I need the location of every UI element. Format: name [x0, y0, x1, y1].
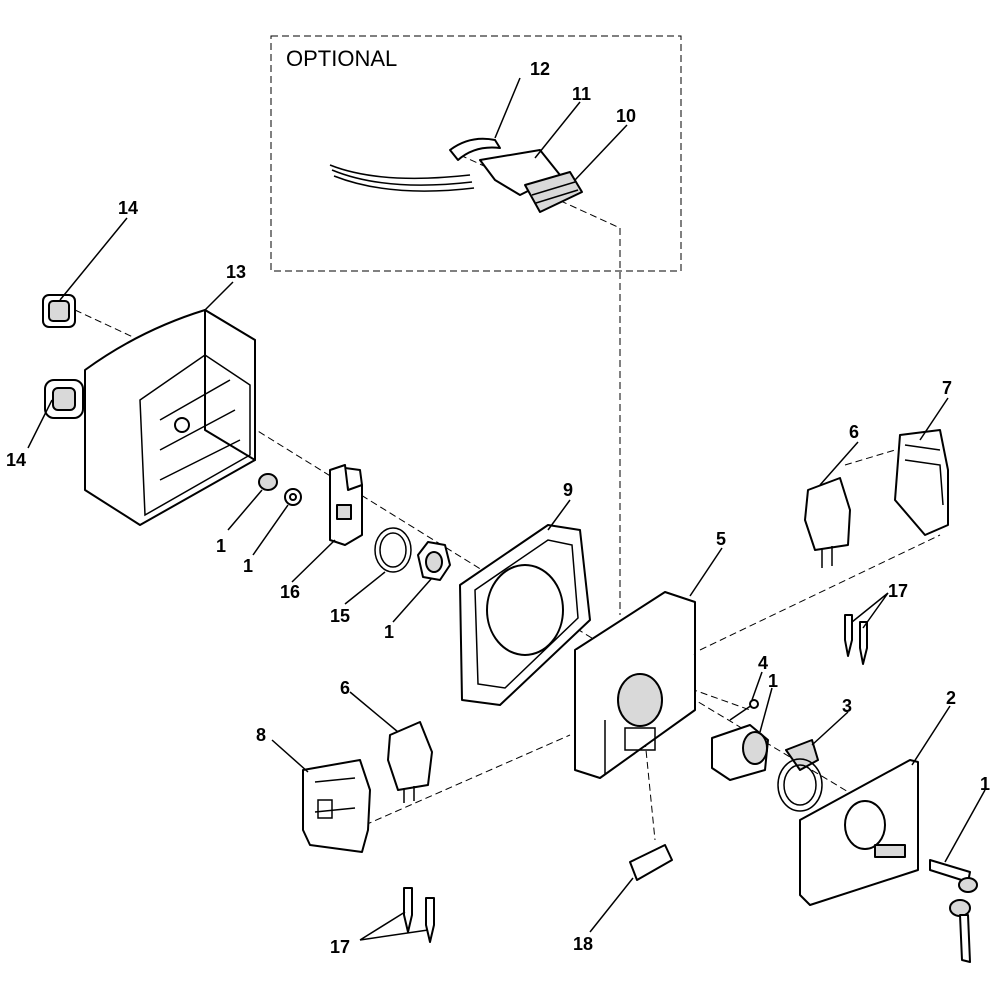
- leader-10: [574, 124, 628, 181]
- leader-16: [291, 539, 336, 583]
- leader-1d: [759, 687, 773, 733]
- optional-box-title: OPTIONAL: [286, 46, 397, 71]
- leader-1a: [227, 489, 263, 531]
- part-1-lockwasher: [284, 488, 302, 506]
- callout-10: 10: [616, 106, 636, 126]
- callout-1-keys: 1: [980, 774, 990, 794]
- leader-7: [919, 397, 949, 441]
- assembly-line-main: [239, 419, 596, 641]
- part-17-terminals-bottom: [403, 887, 435, 943]
- callout-4: 4: [758, 653, 768, 673]
- part-1-lock-cylinder: [711, 724, 769, 781]
- leader-14-bottom: [27, 399, 53, 449]
- leader-1b: [252, 504, 289, 556]
- leader-lines: [27, 77, 986, 941]
- wire-2: [331, 169, 473, 186]
- callout-17-bottom: 17: [330, 937, 350, 957]
- callout-15: 15: [330, 606, 350, 626]
- callout-5: 5: [716, 529, 726, 549]
- wire-3: [333, 175, 475, 192]
- part-13-housing: [84, 309, 256, 526]
- callout-1-washer: 1: [243, 556, 253, 576]
- part-17-terminals-top: [844, 614, 868, 665]
- part-7-bracket: [894, 429, 949, 536]
- callout-13: 13: [226, 262, 246, 282]
- leader-8: [271, 739, 309, 773]
- callout-17-top: 17: [888, 581, 908, 601]
- wire-1: [329, 164, 471, 180]
- assembly-line-18: [644, 739, 656, 841]
- leader-13: [204, 281, 234, 311]
- optional-box-border: [270, 35, 682, 272]
- leader-18: [589, 877, 634, 933]
- leader-1e: [944, 789, 986, 863]
- leader-1c: [392, 577, 433, 623]
- part-2-front-cover: [799, 759, 919, 906]
- part-6-switch-top: [804, 477, 851, 568]
- callout-12: 12: [530, 59, 550, 79]
- callout-6-bottom: 6: [340, 678, 350, 698]
- leader-9: [547, 499, 571, 531]
- leader-2: [911, 705, 951, 766]
- optional-box: OPTIONAL: [270, 35, 682, 272]
- part-1-keys: [929, 859, 978, 963]
- callout-7: 7: [942, 378, 952, 398]
- part-6-switch-bottom: [387, 721, 433, 803]
- leader-11: [534, 101, 581, 159]
- leader-4: [751, 671, 763, 701]
- callout-labels: 14 14 13 12 11 10 1 1 16 15 1 9 5 6 7 17…: [6, 59, 990, 957]
- callout-8: 8: [256, 725, 266, 745]
- leader-14-top: [59, 217, 128, 301]
- part-16-cam: [329, 464, 363, 546]
- part-14-cap-top: [42, 294, 76, 328]
- part-15-spring-ring: [374, 527, 412, 573]
- leader-15: [344, 571, 386, 605]
- assembly-line-7: [699, 534, 941, 651]
- part-12-clip: [449, 137, 501, 161]
- assembly-line-8: [364, 734, 571, 826]
- callout-18: 18: [573, 934, 593, 954]
- callout-1-cylinder: 1: [768, 671, 778, 691]
- assembly-line-front: [594, 639, 871, 806]
- assembly-line-6a: [844, 449, 896, 466]
- optional-parts: [329, 137, 583, 213]
- callout-9: 9: [563, 480, 573, 500]
- part-18-label: [629, 844, 673, 881]
- part-14-cap-bottom: [44, 379, 84, 419]
- part-5-main-body: [574, 591, 696, 779]
- leader-3: [811, 711, 849, 746]
- part-4-screw: [729, 699, 759, 721]
- part-1-nut: [417, 541, 451, 581]
- leader-6-top: [819, 441, 859, 486]
- part-3-ring: [777, 739, 823, 812]
- callout-14-top: 14: [118, 198, 138, 218]
- part-1-screw-a: [258, 473, 278, 491]
- callout-2: 2: [946, 688, 956, 708]
- part-8-bracket: [302, 759, 371, 853]
- leader-17-bottom: [359, 911, 429, 941]
- callout-1-nut: 1: [384, 622, 394, 642]
- callout-3: 3: [842, 696, 852, 716]
- leader-17-top: [851, 592, 889, 629]
- part-10-ridges: [531, 181, 579, 204]
- assembly-lines: [74, 154, 941, 841]
- leader-5: [689, 547, 723, 597]
- callout-11: 11: [572, 84, 591, 104]
- leader-12: [494, 77, 521, 139]
- assembly-line-optional: [459, 154, 621, 229]
- leader-6-bottom: [349, 691, 399, 733]
- part-9-gasket: [459, 524, 591, 706]
- callout-14-bottom: 14: [6, 450, 26, 470]
- callout-1-screw: 1: [216, 536, 226, 556]
- callout-16: 16: [280, 582, 300, 602]
- callout-6-top: 6: [849, 422, 859, 442]
